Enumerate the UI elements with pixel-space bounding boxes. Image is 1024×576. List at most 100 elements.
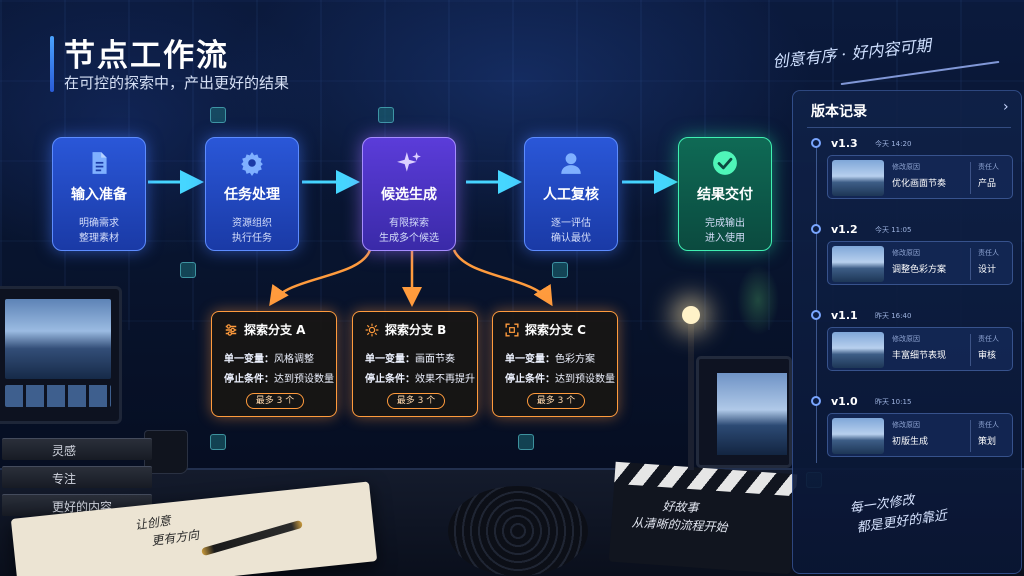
variable-value: 画面节奏	[415, 354, 455, 365]
book-spine-label: 专注	[52, 472, 77, 486]
branch-variable: 单一变量：画面节奏	[365, 350, 455, 365]
node-desc-line: 整理素材	[79, 233, 119, 244]
card-separator	[970, 162, 971, 194]
version-card[interactable]: 修改原因 丰富细节表现 责任人 审核	[827, 327, 1013, 371]
branch-variable: 单一变量：风格调整	[224, 350, 314, 365]
page-subtitle: 在可控的探索中，产出更好的结果	[64, 74, 290, 92]
timeline-dot	[811, 396, 821, 406]
node-title: 结果交付	[697, 187, 753, 203]
branch-card-a[interactable]: 探索分支 A 单一变量：风格调整 停止条件：达到预设数量 最多 3 个	[211, 311, 337, 417]
reason-value: 调整色彩方案	[892, 265, 947, 275]
version-card[interactable]: 修改原因 调整色彩方案 责任人 设计	[827, 241, 1013, 285]
version-thumbnail	[832, 160, 884, 196]
desktop-monitor	[0, 286, 122, 424]
version-entry[interactable]: v1.3 今天 14:20 修改原因 优化画面节奏 责任人 产品	[793, 137, 1023, 217]
node-description: 完成输出进入使用	[679, 216, 771, 246]
node-candidate-generation[interactable]: 候选生成 有限探索生成多个候选	[362, 137, 456, 251]
node-result-delivery[interactable]: 结果交付 完成输出进入使用	[678, 137, 772, 251]
version-entry[interactable]: v1.0 昨天 10:15 修改原因 初版生成 责任人 策划	[793, 395, 1023, 475]
node-title: 输入准备	[71, 187, 127, 203]
version-time: 今天 11:05	[875, 226, 912, 234]
reason-value: 丰富细节表现	[892, 351, 947, 361]
version-entry[interactable]: v1.1 昨天 16:40 修改原因 丰富细节表现 责任人 审核	[793, 309, 1023, 389]
node-desc-line: 确认最优	[551, 233, 591, 244]
node-title: 人工复核	[543, 187, 599, 203]
node-description: 明确需求整理素材	[53, 216, 145, 246]
lamp-stand	[688, 322, 694, 470]
version-time: 昨天 10:15	[875, 398, 912, 406]
version-entry[interactable]: v1.2 今天 11:05 修改原因 调整色彩方案 责任人 设计	[793, 223, 1023, 303]
branch-limit-badge: 最多 3 个	[387, 393, 445, 409]
sun-icon	[365, 323, 379, 337]
owner-value: 设计	[978, 265, 997, 275]
sparkle-icon	[397, 152, 421, 172]
stop-label: 停止条件：	[224, 374, 274, 385]
reason-label: 修改原因	[892, 163, 920, 171]
owner-value: 审核	[978, 351, 997, 361]
node-input-prep[interactable]: 输入准备 明确需求整理素材	[52, 137, 146, 251]
book: 灵感	[2, 438, 152, 460]
node-description: 有限探索生成多个候选	[363, 216, 455, 246]
laptop	[696, 356, 792, 468]
node-desc-line: 生成多个候选	[379, 233, 439, 244]
reason-label: 修改原因	[892, 249, 920, 257]
node-desc-line: 进入使用	[705, 233, 745, 244]
branch-title: 探索分支 B	[385, 323, 447, 337]
focus-frame-icon	[505, 323, 519, 337]
variable-value: 色彩方案	[555, 354, 595, 365]
reason-label: 修改原因	[892, 421, 920, 429]
node-manual-review[interactable]: 人工复核 逐一评估确认最优	[524, 137, 618, 251]
node-desc-line: 明确需求	[79, 218, 119, 229]
chevron-right-icon[interactable]: ›	[1003, 99, 1009, 115]
node-desc-line: 有限探索	[389, 218, 429, 229]
version-card[interactable]: 修改原因 优化画面节奏 责任人 产品	[827, 155, 1013, 199]
branch-card-b[interactable]: 探索分支 B 单一变量：画面节奏 停止条件：效果不再提升 最多 3 个	[352, 311, 478, 417]
version-number: v1.0	[831, 395, 858, 408]
owner-value: 策划	[978, 437, 997, 447]
branch-card-c[interactable]: 探索分支 C 单一变量：色彩方案 停止条件：达到预设数量 最多 3 个	[492, 311, 618, 417]
variable-label: 单一变量：	[505, 354, 555, 365]
version-thumbnail	[832, 332, 884, 368]
version-number: v1.2	[831, 223, 858, 236]
reason-label: 修改原因	[892, 335, 920, 343]
variable-value: 风格调整	[274, 354, 314, 365]
branch-arrow-c	[452, 249, 553, 307]
branch-stop-condition: 停止条件：达到预设数量	[224, 370, 334, 385]
branch-stop-condition: 停止条件：效果不再提升	[365, 370, 475, 385]
branch-variable: 单一变量：色彩方案	[505, 350, 595, 365]
app-badge-icon	[180, 262, 196, 278]
stop-label: 停止条件：	[365, 374, 415, 385]
version-time: 今天 14:20	[875, 140, 912, 148]
node-desc-line: 完成输出	[705, 218, 745, 229]
version-history-panel: 版本记录 › v1.3 今天 14:20 修改原因 优化画面节奏 责任人 产品 …	[792, 90, 1022, 574]
user-icon	[561, 153, 581, 174]
app-badge-icon	[518, 434, 534, 450]
stop-value: 达到预设数量	[274, 374, 334, 385]
card-separator	[970, 248, 971, 280]
timeline-dot	[811, 138, 821, 148]
app-badge-icon	[210, 107, 226, 123]
node-title: 任务处理	[224, 187, 280, 203]
sliders-icon	[225, 324, 237, 336]
film-reel	[448, 486, 588, 576]
node-task-processing[interactable]: 任务处理 资源组织执行任务	[205, 137, 299, 251]
owner-label: 责任人	[978, 163, 999, 171]
branch-header: 探索分支 C	[505, 321, 586, 338]
variable-label: 单一变量：	[365, 354, 415, 365]
branch-title: 探索分支 A	[244, 323, 306, 337]
card-separator	[970, 420, 971, 452]
panel-divider	[807, 127, 1011, 128]
version-thumbnail	[832, 246, 884, 282]
title-accent-bar	[50, 36, 54, 92]
version-number: v1.3	[831, 137, 858, 150]
owner-value: 产品	[978, 179, 997, 189]
timeline-dot	[811, 224, 821, 234]
app-badge-icon	[210, 434, 226, 450]
version-card[interactable]: 修改原因 初版生成 责任人 策划	[827, 413, 1013, 457]
plant	[726, 250, 790, 350]
node-description: 资源组织执行任务	[206, 216, 298, 246]
node-desc-line: 资源组织	[232, 218, 272, 229]
node-description: 逐一评估确认最优	[525, 216, 617, 246]
book: 专注	[2, 466, 152, 488]
